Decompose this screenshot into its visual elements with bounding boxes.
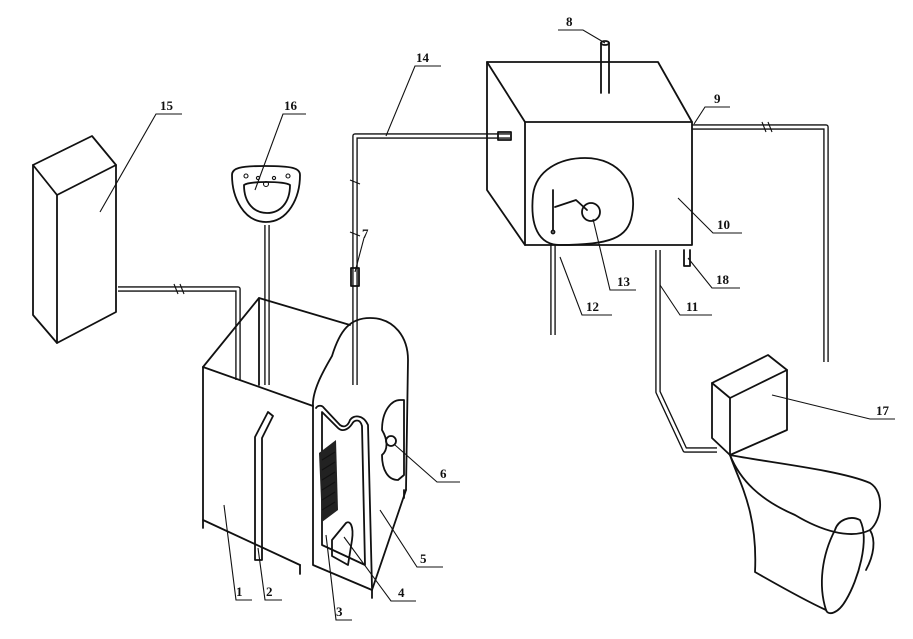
label-6: 6 — [440, 466, 447, 481]
vent-pipe-8 — [600, 42, 610, 94]
label-18: 18 — [716, 272, 730, 287]
pipe-14-nozzle — [497, 131, 512, 141]
label-7: 7 — [362, 226, 369, 241]
toilet-17 — [711, 354, 882, 615]
wash-basin-16 — [231, 165, 301, 223]
tank-cutaway — [531, 157, 634, 246]
label-13: 13 — [617, 274, 631, 289]
label-5: 5 — [420, 551, 427, 566]
label-1: 1 — [236, 584, 243, 599]
side-window — [381, 399, 405, 481]
pipe-11 — [655, 250, 717, 453]
pipe-15-to-unit — [118, 286, 241, 380]
valve-7 — [350, 267, 360, 287]
drain-18 — [683, 249, 691, 267]
label-14: 14 — [416, 50, 430, 65]
label-9: 9 — [714, 91, 721, 106]
tank-10 — [486, 61, 693, 246]
pipe-9 — [692, 124, 829, 362]
pipes — [118, 40, 829, 453]
knob-6 — [385, 435, 397, 447]
door-panel-3 — [319, 440, 338, 522]
main-unit — [202, 297, 409, 599]
label-17: 17 — [876, 403, 890, 418]
cabinet-15 — [32, 135, 117, 344]
label-10: 10 — [717, 217, 730, 232]
label-3: 3 — [336, 604, 343, 619]
label-4: 4 — [398, 585, 405, 600]
leader-lines — [99, 29, 895, 621]
vent-pipe-top — [600, 40, 610, 46]
part-labels: 1 2 3 4 5 6 7 8 9 10 11 12 13 14 15 16 1… — [160, 14, 890, 619]
float-ball-13 — [581, 202, 601, 222]
handle-2 — [254, 411, 274, 561]
label-15: 15 — [160, 98, 174, 113]
part-4 — [331, 521, 354, 566]
label-12: 12 — [586, 299, 599, 314]
label-8: 8 — [566, 14, 573, 29]
label-11: 11 — [686, 299, 698, 314]
label-16: 16 — [284, 98, 298, 113]
label-2: 2 — [266, 584, 273, 599]
